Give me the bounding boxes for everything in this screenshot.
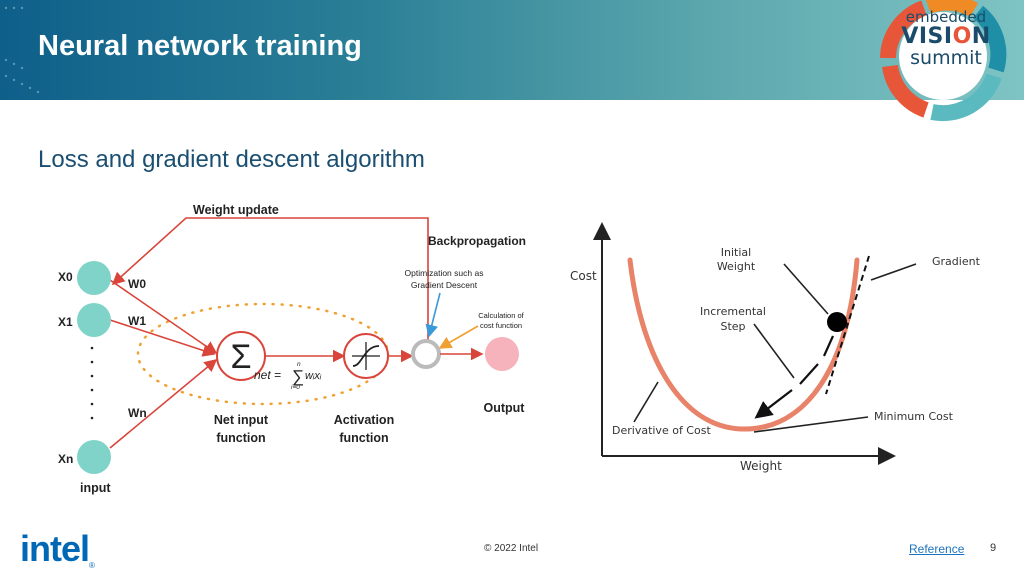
derivative-pointer: [633, 381, 659, 423]
input-x0-label: X0: [58, 270, 73, 284]
optimization-label-1: Optimization such as: [405, 268, 484, 278]
y-axis-label: Cost: [570, 269, 597, 283]
net-input-label-2: function: [216, 431, 265, 445]
svg-text:n: n: [297, 361, 301, 368]
net-formula: net = ∑ n i=0 wᵢxᵢ: [254, 361, 322, 391]
logo-line-embedded: embedded: [905, 8, 987, 26]
title-bar: Neural network training: [0, 0, 1024, 100]
incremental-step-pointer: [753, 323, 795, 379]
logo-line-summit: summit: [910, 47, 982, 69]
cost-calc-label-1: Calculation of: [478, 311, 524, 320]
sigmoid-icon: [352, 342, 380, 370]
output-node: [485, 337, 519, 371]
input-xn-label: Xn: [58, 452, 73, 466]
initial-weight-point: [827, 312, 847, 332]
page-number: 9: [990, 542, 997, 554]
embedded-vision-summit-logo: [880, 0, 1007, 122]
incremental-step-label-1: Incremental: [700, 305, 766, 318]
logo-line-vision: VISION: [901, 24, 991, 49]
svg-text:net =: net =: [254, 368, 281, 382]
gradient-line: [825, 255, 870, 395]
minimum-cost-pointer: [753, 416, 869, 433]
input-node-x1: [77, 303, 111, 337]
weight-update-arrow: [111, 217, 429, 341]
incremental-step-label-2: Step: [720, 320, 745, 333]
activation-label-1: Activation: [334, 413, 394, 427]
section-subtitle: Loss and gradient descent algorithm: [38, 146, 425, 173]
svg-text:∑: ∑: [292, 367, 304, 386]
weight-w1-arrow: [109, 319, 216, 357]
gradient-descent-chart: Cost Weight Initial Weight Gradient Incr…: [570, 222, 981, 473]
cost-calc-label-2: cost function: [480, 321, 522, 330]
cost-calc-arrow: [438, 325, 479, 349]
derivative-of-cost-label: Derivative of Cost: [612, 424, 711, 437]
input-label: input: [80, 481, 111, 495]
weight-w1-label: W1: [128, 314, 146, 328]
activation-label-2: function: [339, 431, 388, 445]
weight-w0-arrow: [109, 279, 218, 354]
optimization-arrow: [425, 292, 441, 338]
initial-weight-pointer: [783, 263, 829, 315]
weight-wn-arrow: [109, 358, 218, 449]
incremental-step-arrows: [758, 335, 835, 416]
cost-curve: [627, 257, 860, 432]
sigma-symbol: Σ: [230, 338, 251, 376]
optimization-label-2: Gradient Descent: [411, 280, 478, 290]
backpropagation-label: Backpropagation: [428, 234, 526, 248]
input-x1-label: X1: [58, 315, 73, 329]
svg-text:i=0: i=0: [291, 384, 300, 391]
slide-title: Neural network training: [38, 30, 362, 62]
input-node-xn: [77, 440, 111, 474]
gradient-label: Gradient: [932, 255, 981, 268]
error-node: [411, 339, 441, 369]
weight-wn-label: Wn: [128, 406, 147, 420]
net-input-label-1: Net input: [214, 413, 269, 427]
weight-w0-label: W0: [128, 277, 146, 291]
initial-weight-label-1: Initial: [721, 246, 751, 259]
logo-wordmark: embedded VISION summit: [899, 10, 993, 68]
weight-update-label: Weight update: [193, 203, 279, 217]
intel-logo: intel®: [20, 528, 95, 570]
header-dot-pattern: [4, 6, 40, 94]
minimum-cost-label: Minimum Cost: [874, 410, 954, 423]
neural-network-diagram: Weight update Backpropagation Optimizati…: [58, 203, 526, 495]
x-axis-label: Weight: [740, 459, 782, 473]
input-node-x0: [77, 261, 111, 295]
initial-weight-label-2: Weight: [717, 260, 756, 273]
reference-link[interactable]: Reference: [909, 542, 965, 556]
output-label: Output: [484, 401, 526, 415]
svg-text:wᵢxᵢ: wᵢxᵢ: [305, 370, 322, 382]
ellipsis-dots: [90, 346, 94, 420]
copyright-text: © 2022 Intel: [484, 543, 539, 554]
gradient-pointer: [870, 263, 917, 281]
